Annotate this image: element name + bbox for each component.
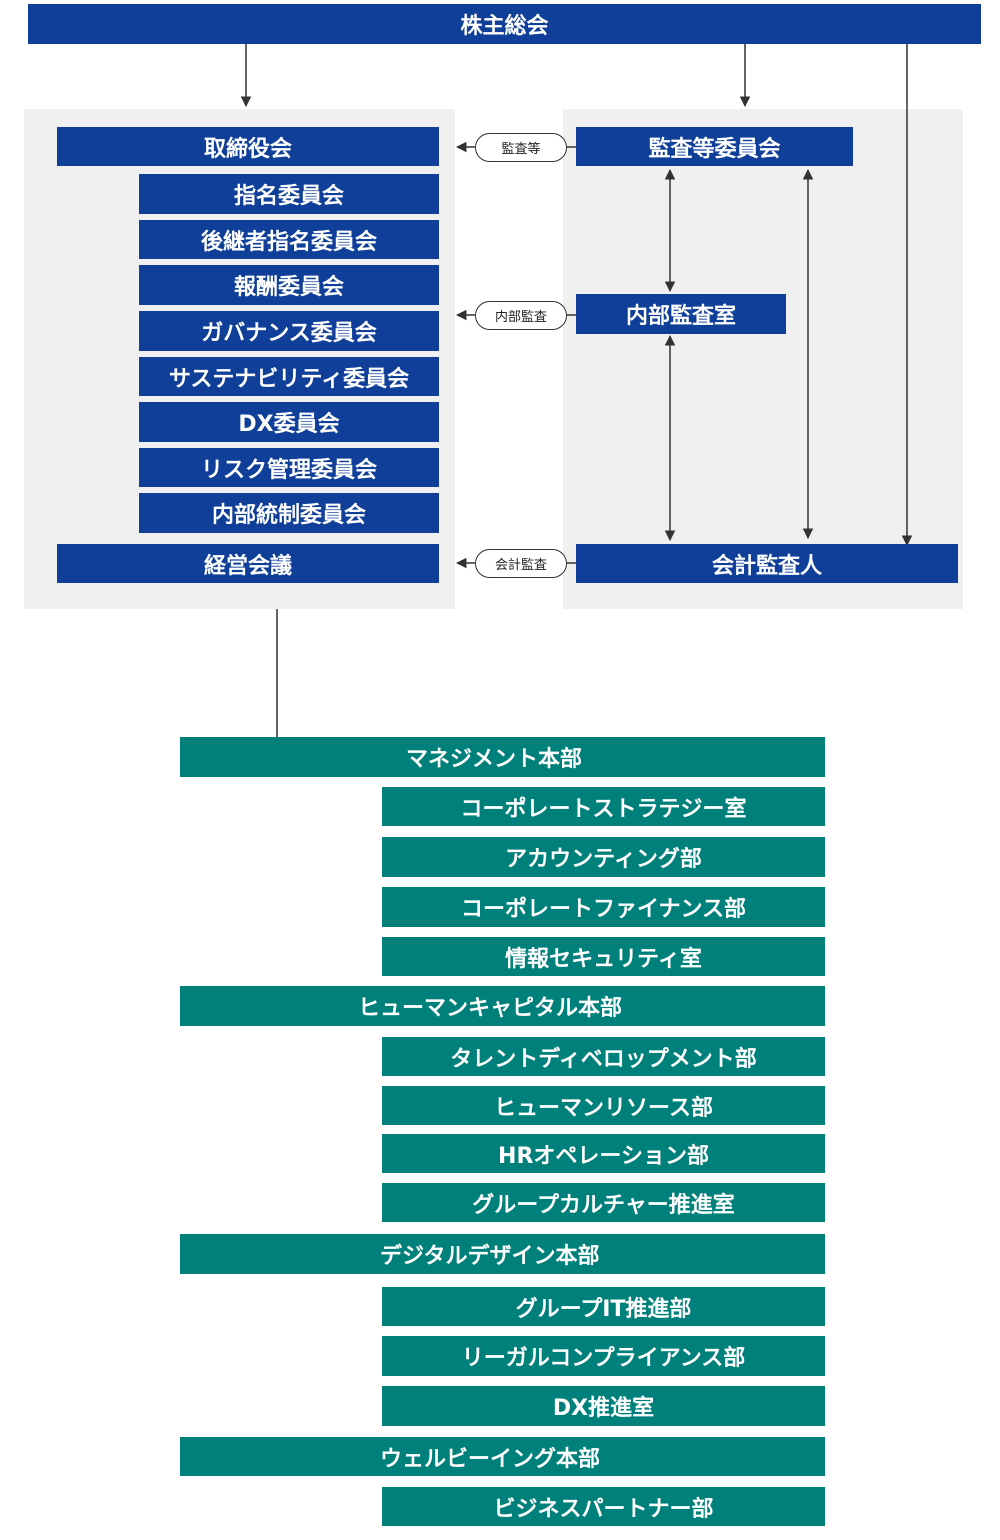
unit-information-security: 情報セキュリティ室 — [382, 937, 825, 976]
unit-corporate-finance: コーポレートファイナンス部 — [382, 887, 825, 927]
unit-accounting: アカウンティング部 — [382, 837, 825, 877]
audit-committee: 監査等委員会 — [576, 127, 853, 166]
committee-dx: DX委員会 — [139, 402, 439, 442]
unit-hr-operations: HRオペレーション部 — [382, 1134, 825, 1173]
unit-business-partner: ビジネスパートナー部 — [382, 1487, 825, 1526]
board-of-directors: 取締役会 — [57, 127, 439, 166]
management-meeting: 経営会議 — [57, 544, 439, 583]
internal-audit-office: 内部監査室 — [576, 294, 786, 334]
division-wellbeing: ウェルビーイング本部 — [180, 1437, 825, 1476]
committee-governance: ガバナンス委員会 — [139, 311, 439, 351]
committee-risk-management: リスク管理委員会 — [139, 448, 439, 487]
unit-dx-promotion: DX推進室 — [382, 1386, 825, 1426]
unit-legal-compliance: リーガルコンプライアンス部 — [382, 1336, 825, 1376]
audit-panel — [563, 109, 963, 609]
unit-group-culture: グループカルチャー推進室 — [382, 1183, 825, 1222]
division-management: マネジメント本部 — [180, 737, 825, 777]
accounting-auditor: 会計監査人 — [576, 544, 958, 583]
division-digital-design: デジタルデザイン本部 — [180, 1234, 825, 1274]
unit-group-it: グループIT推進部 — [382, 1287, 825, 1326]
committee-nomination: 指名委員会 — [139, 174, 439, 214]
unit-human-resources: ヒューマンリソース部 — [382, 1086, 825, 1125]
unit-corporate-strategy: コーポレートストラテジー室 — [382, 787, 825, 826]
audit-relation-label: 監査等 — [475, 133, 567, 162]
accounting-audit-relation-label: 会計監査 — [475, 549, 567, 578]
unit-talent-development: タレントディベロップメント部 — [382, 1037, 825, 1076]
committee-successor-nomination: 後継者指名委員会 — [139, 220, 439, 259]
internal-audit-relation-label: 内部監査 — [475, 301, 567, 330]
committee-compensation: 報酬委員会 — [139, 265, 439, 305]
committee-internal-control: 内部統制委員会 — [139, 493, 439, 533]
division-human-capital: ヒューマンキャピタル本部 — [180, 986, 825, 1026]
shareholders-meeting: 株主総会 — [28, 4, 981, 44]
committee-sustainability: サステナビリティ委員会 — [139, 357, 439, 396]
